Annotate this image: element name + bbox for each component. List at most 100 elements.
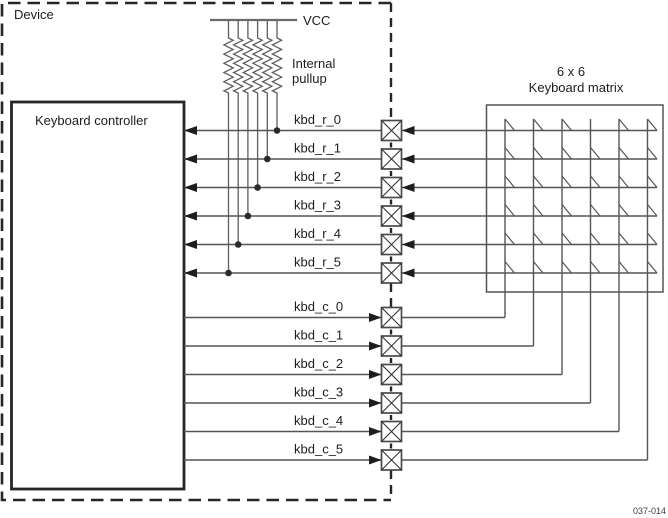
key-switch-r0-c5 bbox=[647, 118, 658, 131]
key-switch-r0-c4 bbox=[618, 118, 629, 131]
keyboard-matrix-box bbox=[485, 104, 664, 293]
io-pad-c4-x-glyph bbox=[381, 421, 402, 442]
key-switch-r2-c5 bbox=[647, 175, 658, 188]
pullup-resistor-r1 bbox=[261, 21, 274, 159]
io-pad-c1-x-glyph bbox=[381, 335, 402, 357]
arrow-into-pad-c2 bbox=[369, 370, 382, 379]
kbd-c-3-label: kbd_c_3 bbox=[294, 385, 343, 400]
junction-dot-r1 bbox=[264, 155, 271, 163]
io-pad-r4-x-glyph bbox=[381, 234, 402, 255]
internal-pullup-label-line1: Internal bbox=[292, 56, 335, 71]
key-switch-r0-c1 bbox=[533, 118, 544, 131]
kbd-c-4-label: kbd_c_4 bbox=[294, 413, 343, 428]
pullup-resistor-r0 bbox=[270, 21, 284, 131]
kbd-c-0-label: kbd_c_0 bbox=[294, 299, 343, 314]
key-switch-r3-c1 bbox=[533, 204, 544, 217]
key-switch-r2-c1 bbox=[533, 175, 544, 188]
arrow-into-pad-r0 bbox=[402, 126, 415, 135]
key-switch-r3-c3 bbox=[590, 204, 601, 217]
kbd-r-1-label: kbd_r_1 bbox=[294, 141, 341, 156]
key-switch-r3-c0 bbox=[504, 204, 515, 217]
arrow-into-pad-c5 bbox=[369, 455, 382, 465]
key-switch-r2-c0 bbox=[504, 175, 515, 188]
pullup-resistor-r3 bbox=[241, 21, 254, 216]
key-switch-r3-c4 bbox=[618, 204, 629, 217]
key-switch-r1-c5 bbox=[647, 147, 658, 160]
io-pad-r5-x-glyph bbox=[381, 262, 402, 284]
io-pad-c2-x-glyph bbox=[381, 364, 402, 385]
pullup-resistor-r4 bbox=[232, 21, 245, 245]
key-switch-r3-c2 bbox=[561, 204, 572, 217]
io-pad-r0-x-glyph bbox=[381, 120, 402, 141]
internal-pullup-label-line2: pullup bbox=[292, 71, 327, 86]
key-switch-r5-c1 bbox=[533, 261, 544, 274]
key-switch-r5-c0 bbox=[504, 261, 515, 274]
key-switch-r3-c5 bbox=[647, 204, 658, 217]
junction-dot-r3 bbox=[244, 212, 252, 220]
key-switch-r1-c1 bbox=[533, 147, 544, 160]
key-switch-r5-c2 bbox=[561, 261, 572, 274]
key-switch-r1-c0 bbox=[504, 147, 515, 160]
arrow-into-pad-c1 bbox=[369, 341, 382, 351]
key-switch-r4-c1 bbox=[533, 232, 544, 245]
arrow-into-controller-r0 bbox=[184, 126, 197, 135]
kbd-r-2-label: kbd_r_2 bbox=[294, 169, 341, 184]
key-switch-r4-c4 bbox=[618, 232, 629, 245]
key-switch-r2-c3 bbox=[590, 175, 601, 188]
key-switch-r4-c2 bbox=[561, 232, 572, 245]
key-switch-r5-c3 bbox=[590, 261, 601, 274]
matrix-title-line1: 6 x 6 bbox=[557, 64, 585, 79]
arrow-into-controller-r5 bbox=[184, 268, 197, 278]
arrow-into-controller-r4 bbox=[184, 240, 197, 249]
io-pad-r2-x-glyph bbox=[381, 177, 402, 198]
key-switch-r0-c2 bbox=[561, 118, 572, 131]
key-switch-r1-c4 bbox=[618, 147, 629, 160]
kbd-r-3-label: kbd_r_3 bbox=[294, 198, 341, 213]
kbd-c-1-label: kbd_c_1 bbox=[294, 328, 343, 343]
key-switch-r4-c3 bbox=[590, 232, 601, 245]
keyboard-controller-label: Keyboard controller bbox=[35, 113, 148, 128]
pullup-resistor-r5 bbox=[222, 21, 235, 273]
kbd-r-4-label: kbd_r_4 bbox=[294, 226, 341, 241]
io-pad-r1-x-glyph bbox=[381, 148, 402, 170]
arrow-into-pad-r2 bbox=[402, 183, 415, 192]
keyboard-controller-box bbox=[10, 100, 186, 491]
arrow-into-controller-r1 bbox=[184, 154, 197, 164]
pullup-resistor-r2 bbox=[251, 21, 264, 188]
key-switch-r1-c2 bbox=[561, 147, 572, 160]
io-pad-c0-x-glyph bbox=[381, 307, 402, 328]
junction-dot-r5 bbox=[225, 269, 232, 277]
arrow-into-pad-r5 bbox=[402, 268, 415, 278]
arrow-into-pad-r1 bbox=[402, 154, 415, 164]
kbd-c-5-label: kbd_c_5 bbox=[294, 442, 343, 457]
key-switch-r4-c5 bbox=[647, 232, 658, 245]
io-pad-c5-x-glyph bbox=[381, 449, 402, 471]
junction-dot-r0 bbox=[273, 127, 281, 134]
arrow-into-pad-c3 bbox=[369, 398, 382, 408]
kbd-r-5-label: kbd_r_5 bbox=[294, 255, 341, 270]
arrow-into-pad-r3 bbox=[402, 211, 415, 221]
key-switch-r5-c4 bbox=[618, 261, 629, 274]
kbd-c-2-label: kbd_c_2 bbox=[294, 356, 343, 371]
arrow-into-pad-c4 bbox=[369, 427, 382, 436]
io-pad-c3-x-glyph bbox=[381, 392, 402, 414]
key-switch-r2-c2 bbox=[561, 175, 572, 188]
key-switch-r4-c0 bbox=[504, 232, 515, 245]
io-pad-r3-x-glyph bbox=[381, 205, 402, 227]
arrow-into-controller-r2 bbox=[184, 183, 197, 192]
matrix-title-line2: Keyboard matrix bbox=[529, 80, 624, 95]
key-switch-r1-c3 bbox=[590, 147, 601, 160]
junction-dot-r2 bbox=[254, 184, 261, 191]
arrow-into-controller-r3 bbox=[184, 211, 197, 221]
device-boundary bbox=[0, 1, 391, 502]
junction-dot-r4 bbox=[234, 241, 242, 248]
key-switch-r0-c0 bbox=[504, 118, 515, 131]
kbd-r-0-label: kbd_r_0 bbox=[294, 112, 341, 127]
key-switch-r5-c5 bbox=[647, 261, 658, 274]
vcc-label: VCC bbox=[303, 13, 330, 28]
figure-id: 037-014 bbox=[633, 506, 666, 516]
arrow-into-pad-c0 bbox=[369, 313, 382, 322]
arrow-into-pad-r4 bbox=[402, 240, 415, 249]
